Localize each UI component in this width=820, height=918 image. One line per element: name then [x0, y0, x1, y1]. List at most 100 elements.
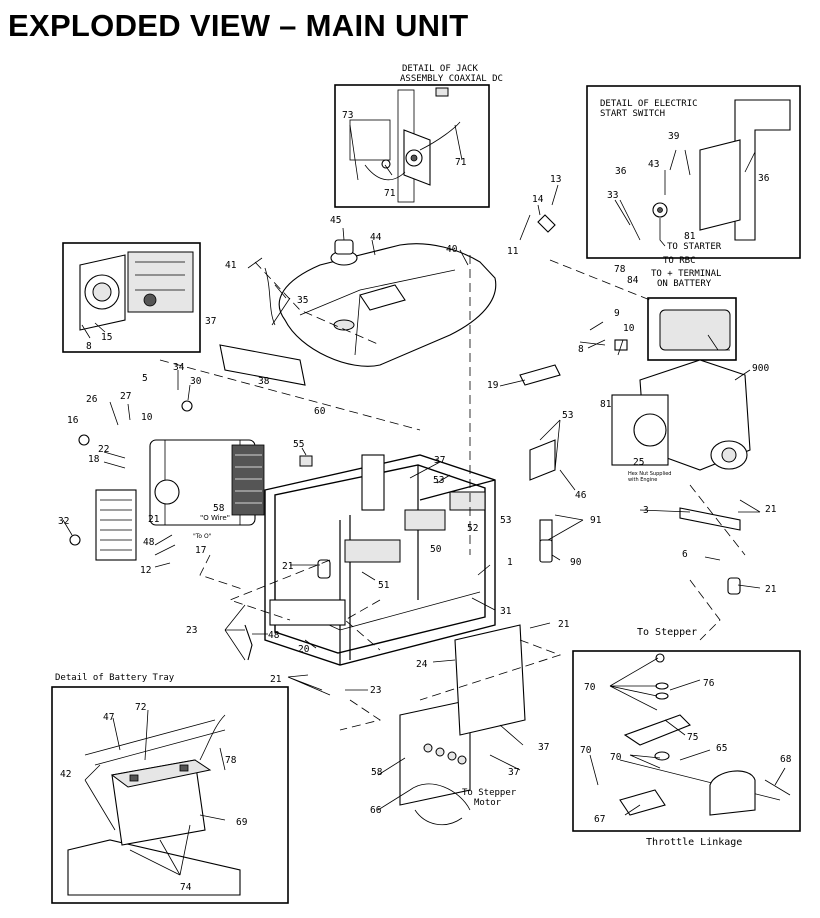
- callout-9: 9: [614, 308, 620, 319]
- electric-start-bracket: [699, 139, 741, 231]
- callout-78: 78: [614, 264, 626, 275]
- callout-35: 35: [297, 295, 308, 306]
- callout-38: 38: [258, 376, 270, 387]
- callout-21: 21: [558, 619, 570, 630]
- callout-42: 42: [60, 769, 71, 780]
- note-to-starter: TO STARTER: [667, 242, 722, 252]
- callout-71: 71: [384, 188, 396, 199]
- callout-73: 73: [342, 110, 353, 121]
- callout-21: 21: [765, 584, 777, 595]
- inset-battery-caption: Detail of Battery Tray: [55, 673, 175, 683]
- callout-15: 15: [101, 332, 112, 343]
- inset-jack-caption-line2: ASSEMBLY COAXIAL DC: [400, 74, 503, 84]
- callout-70: 70: [584, 682, 596, 693]
- callout-39: 39: [668, 131, 680, 142]
- battery-tray-base: [67, 839, 241, 896]
- callout-16: 16: [67, 415, 79, 426]
- inset-jack-caption-line1: DETAIL OF JACK: [402, 64, 478, 74]
- callout-33: 33: [607, 190, 618, 201]
- callout-23: 23: [186, 625, 197, 636]
- note-to-stepper-motor-line2: Motor: [474, 798, 502, 808]
- battery-cable: [199, 714, 226, 761]
- callout-65: 65: [716, 743, 727, 754]
- callout-21: 21: [765, 504, 777, 515]
- inset-throttle-frame: [572, 650, 801, 832]
- callout-13: 13: [550, 174, 561, 185]
- callout-21: 21: [148, 514, 160, 525]
- fuel-tank: [264, 239, 497, 367]
- callout-50: 50: [430, 544, 442, 555]
- callout-67: 67: [594, 814, 605, 825]
- control-panel-assembly: To Stepper Motor: [399, 624, 526, 826]
- callout-12: 12: [140, 565, 151, 576]
- inset-throttle-caption: Throttle Linkage: [646, 837, 742, 848]
- callout-46: 46: [575, 490, 587, 501]
- callout-27: 27: [120, 391, 131, 402]
- label-55: [299, 455, 313, 467]
- frame-lift-bracket: [361, 454, 385, 511]
- inset-notes: TO RBC TO + TERMINAL ON BATTERY: [651, 256, 721, 289]
- callout-37: 37: [205, 316, 216, 327]
- jack-wire: [419, 121, 461, 151]
- callout-78: 78: [225, 755, 237, 766]
- callout-8: 8: [86, 341, 92, 352]
- callout-18: 18: [88, 454, 100, 465]
- callout-20: 20: [298, 644, 310, 655]
- callout-53: 53: [562, 410, 573, 421]
- note-to-rbc: TO RBC: [663, 256, 696, 266]
- part-30: [181, 400, 193, 412]
- callout-69: 69: [236, 817, 248, 828]
- callout-25: 25: [633, 457, 644, 468]
- callout-30: 30: [190, 376, 202, 387]
- part-13: [537, 214, 556, 233]
- callout-36: 36: [615, 166, 627, 177]
- throttle-spring: [764, 779, 791, 796]
- callout-11: 11: [507, 246, 519, 257]
- callout-52: 52: [467, 523, 478, 534]
- callout-47: 47: [103, 712, 114, 723]
- callout-48: 48: [268, 630, 280, 641]
- callout-24: 24: [416, 659, 428, 670]
- throttle-bracket: [619, 789, 666, 816]
- callout-58: 58: [371, 767, 383, 778]
- inset-electric-start-caption-line2: START SWITCH: [600, 109, 665, 119]
- callout-51: 51: [378, 580, 390, 591]
- callout-70: 70: [610, 752, 622, 763]
- callout-32: 32: [58, 516, 69, 527]
- callout-40: 40: [446, 244, 458, 255]
- frame-label-51: [344, 539, 401, 563]
- bracket-19: [519, 364, 561, 386]
- bracket-60: [219, 344, 306, 386]
- note-hex-nut-line1: Hex Nut Supplied: [628, 471, 671, 477]
- frame-base-rail: [269, 599, 346, 626]
- callout-84: 84: [627, 275, 639, 286]
- callout-44: 44: [370, 232, 382, 243]
- misc-small-parts: [69, 214, 741, 661]
- callout-19: 19: [487, 380, 499, 391]
- callout-37: 37: [508, 767, 519, 778]
- note-to-battery-line2: ON BATTERY: [657, 279, 712, 289]
- part-32: [69, 534, 81, 546]
- callout-72: 72: [135, 702, 146, 713]
- callout-900: 900: [752, 363, 769, 374]
- part-16: [78, 434, 90, 446]
- main-frame: [264, 454, 741, 666]
- callout-68: 68: [780, 754, 792, 765]
- callout-55: 55: [293, 439, 304, 450]
- callout-21: 21: [282, 561, 294, 572]
- inset-jack-assembly: DETAIL OF JACK ASSEMBLY COAXIAL DC: [334, 64, 503, 208]
- callout-8: 8: [578, 344, 584, 355]
- fuel-filler-neck: [333, 319, 355, 331]
- inset-electric-start-caption-line1: DETAIL OF ELECTRIC: [600, 99, 698, 109]
- page-title: EXPLODED VIEW – MAIN UNIT: [8, 8, 469, 43]
- callout-41: 41: [225, 260, 237, 271]
- callout-6: 6: [682, 549, 688, 560]
- dashed-connection-lines: [159, 255, 746, 731]
- frame-label-50: [404, 509, 446, 531]
- callout-36: 36: [758, 173, 770, 184]
- callout-81: 81: [600, 399, 612, 410]
- callout-34: 34: [173, 362, 185, 373]
- callout-66: 66: [370, 805, 382, 816]
- callout-1: 1: [507, 557, 513, 568]
